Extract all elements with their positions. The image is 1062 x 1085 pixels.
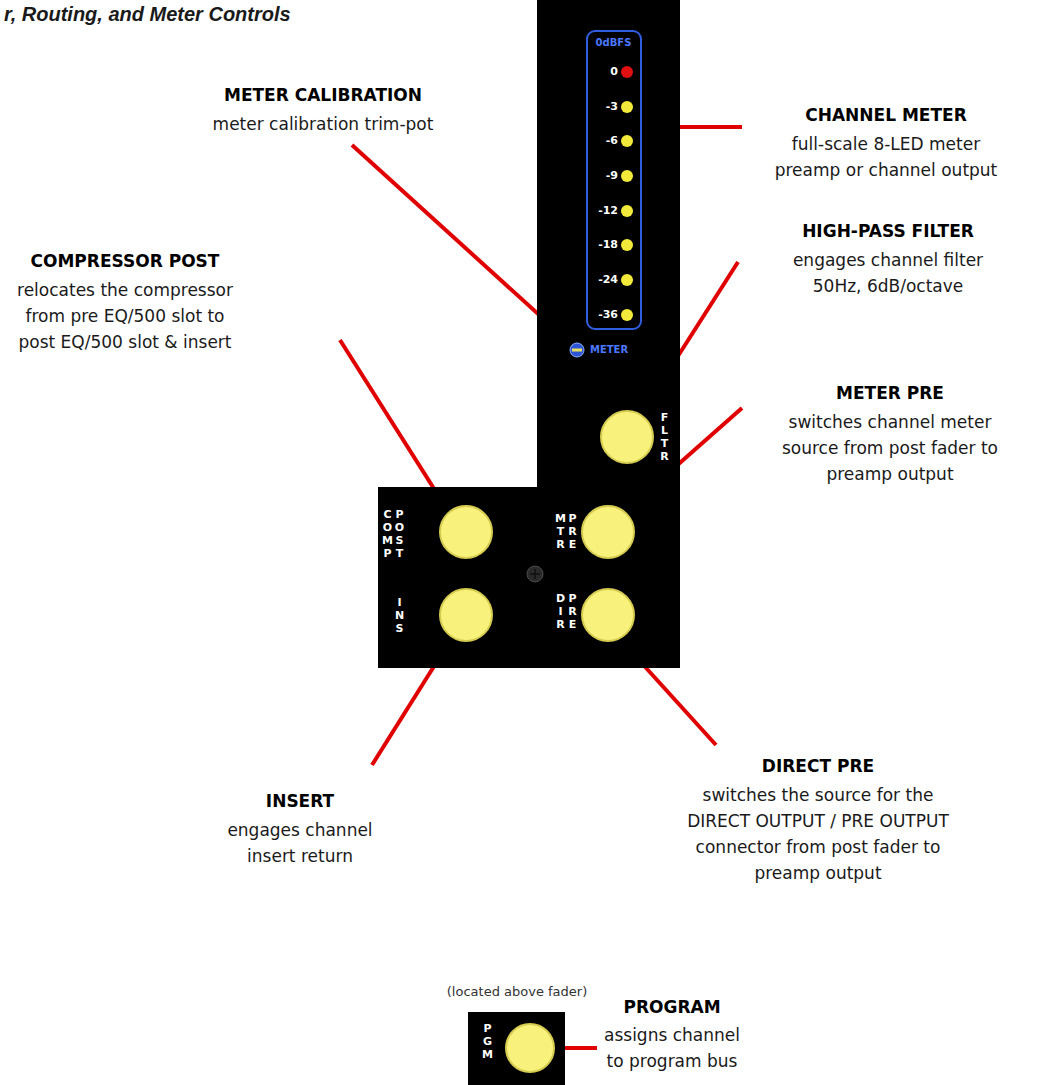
- insert-button: [440, 589, 492, 641]
- callout-title: INSERT: [214, 790, 386, 812]
- meter-scale-value: -6: [588, 134, 618, 148]
- trim-pot-label: METER: [590, 343, 628, 356]
- callout-title: METER PRE: [770, 382, 1010, 404]
- callout-title: HIGH-PASS FILTER: [768, 220, 1008, 242]
- pgm-panel: PGM: [468, 1012, 565, 1085]
- section-title: r, Routing, and Meter Controls: [4, 2, 291, 26]
- button-label: DIR: [555, 592, 566, 631]
- comp-post-button: [440, 506, 492, 558]
- led-red: [621, 66, 633, 78]
- led-yellow: [621, 274, 633, 286]
- panel-illustration: [378, 0, 680, 668]
- trim-pot: [570, 343, 584, 357]
- direct-pre-button: [582, 589, 634, 641]
- meter-scale-value: -36: [588, 308, 618, 322]
- button-label: POST: [394, 508, 405, 560]
- meter-scale-value: -9: [588, 169, 618, 183]
- button-label: PRE: [567, 592, 578, 631]
- meter-scale-value: -18: [588, 238, 618, 252]
- callout-text: meter calibration trim-pot: [188, 111, 458, 137]
- callout-text: switches the source for the DIRECT OUTPU…: [677, 782, 959, 886]
- button-label: INS: [394, 596, 405, 635]
- panel-screw: [527, 566, 543, 582]
- callout-text: assigns channel to program bus: [598, 1022, 746, 1074]
- led-yellow: [621, 101, 633, 113]
- meter-scale-value: -24: [588, 273, 618, 287]
- meter-scale-unit: 0dBFS: [588, 36, 639, 49]
- callout-text: engages channel insert return: [214, 817, 386, 869]
- callout-title: CHANNEL METER: [756, 104, 1016, 126]
- meter-scale-value: -12: [588, 204, 618, 218]
- led-yellow: [621, 205, 633, 217]
- trim-pot-slot: [572, 349, 582, 352]
- panel-face: [378, 0, 680, 668]
- callout-title: METER CALIBRATION: [193, 84, 453, 106]
- pgm-panel-face: [468, 1012, 565, 1085]
- callout-text: relocates the compressor from pre EQ/500…: [9, 277, 241, 355]
- location-note: (located above fader): [407, 984, 627, 1000]
- filter-button: [601, 411, 653, 463]
- callout-text: switches channel meter source from post …: [770, 409, 1010, 487]
- meter-scale-value: -3: [588, 100, 618, 114]
- button-label: PGM: [482, 1022, 493, 1061]
- callout-title: DIRECT PRE: [677, 755, 959, 777]
- button-label: PRE: [567, 512, 578, 551]
- led-yellow: [621, 135, 633, 147]
- callout-text: engages channel filter 50Hz, 6dB/octave: [773, 247, 1003, 299]
- meter-pre-button: [582, 506, 634, 558]
- callout-text: full-scale 8-LED meter preamp or channel…: [766, 131, 1006, 183]
- meter-scale-value: 0: [588, 65, 618, 79]
- button-label: FLTR: [659, 411, 670, 463]
- leader-line: [352, 145, 569, 342]
- led-yellow: [621, 309, 633, 321]
- channel-panel: METERFLTRCOMPPOSTMTRPREINSDIRPRE 0dBFS0-…: [378, 0, 680, 668]
- led-meter: 0dBFS 0 -3 -6 -9 -12 -18 -24 -36: [586, 30, 642, 330]
- led-yellow: [621, 170, 633, 182]
- screw-slot: [534, 569, 536, 579]
- callout-title: COMPRESSOR POST: [7, 250, 243, 272]
- callout-title: PROGRAM: [598, 996, 746, 1018]
- program-button: [506, 1024, 554, 1072]
- button-label: COMP: [382, 508, 393, 560]
- led-yellow: [621, 239, 633, 251]
- button-label: MTR: [555, 512, 566, 551]
